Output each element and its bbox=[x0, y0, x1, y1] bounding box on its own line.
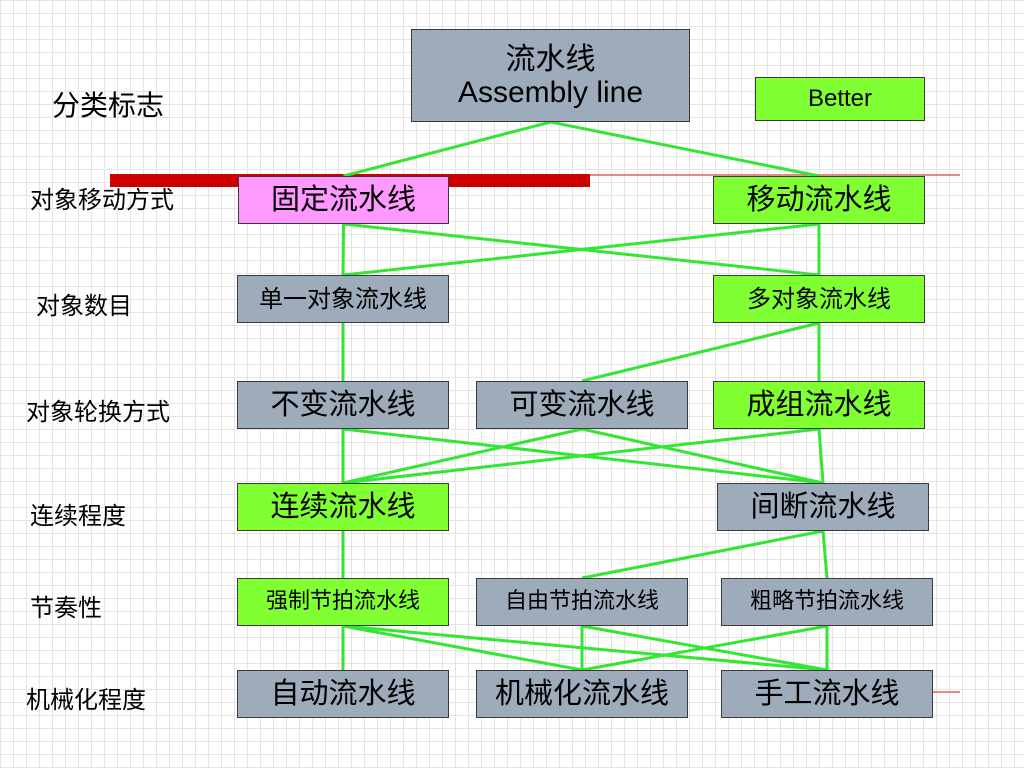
edge-group-to-continuous bbox=[342, 427, 820, 485]
row-label-mechanization: 机械化程度 bbox=[26, 686, 146, 714]
better-legend-box: Better bbox=[755, 77, 925, 121]
edge-variable-to-intermittent bbox=[581, 427, 824, 485]
row-label-movement: 对象移动方式 bbox=[30, 186, 174, 214]
root-node-assembly-line: 流水线 Assembly line bbox=[411, 29, 690, 122]
edge-forced_beat-to-manual bbox=[342, 624, 828, 672]
node-rough-beat-line: 粗略节拍流水线 bbox=[721, 578, 933, 626]
row-label-continuity: 连续程度 bbox=[30, 502, 126, 530]
node-moving-line: 移动流水线 bbox=[713, 176, 925, 224]
row-label-object-count: 对象数目 bbox=[36, 292, 132, 320]
node-multi-object-line: 多对象流水线 bbox=[713, 275, 925, 323]
root-node-english: Assembly line bbox=[457, 75, 644, 109]
node-free-beat-line: 自由节拍流水线 bbox=[476, 578, 688, 626]
edge-root-to-fixed bbox=[343, 120, 551, 178]
row-label-rotation: 对象轮换方式 bbox=[26, 398, 170, 426]
node-group-line: 成组流水线 bbox=[713, 381, 925, 429]
edge-group-to-intermittent bbox=[817, 428, 825, 484]
node-mechanized-line: 机械化流水线 bbox=[476, 670, 688, 718]
classification-title: 分类标志 bbox=[52, 89, 165, 122]
edge-group bbox=[341, 120, 829, 672]
node-manual-line: 手工流水线 bbox=[721, 670, 933, 718]
node-fixed-line: 固定流水线 bbox=[238, 176, 449, 224]
node-continuous-line: 连续流水线 bbox=[237, 483, 449, 531]
node-intermittent-line: 间断流水线 bbox=[717, 483, 929, 531]
edge-multi_object-to-variable bbox=[581, 321, 820, 383]
node-invariant-line: 不变流水线 bbox=[237, 381, 449, 429]
root-node-chinese: 流水线 bbox=[505, 41, 596, 77]
node-forced-beat-line: 强制节拍流水线 bbox=[237, 578, 449, 626]
edge-fixed-to-single_object bbox=[341, 223, 345, 276]
node-automatic-line: 自动流水线 bbox=[237, 670, 449, 718]
edge-root-to-moving bbox=[550, 120, 820, 178]
edge-moving-to-single_object bbox=[342, 222, 820, 277]
edge-forced_beat-to-mechanized bbox=[342, 624, 583, 672]
node-variable-line: 可变流水线 bbox=[476, 381, 688, 429]
edge-variable-to-continuous bbox=[342, 427, 583, 485]
edge-intermittent-to-rough_beat bbox=[821, 530, 829, 579]
node-single-object-line: 单一对象流水线 bbox=[237, 275, 449, 323]
edge-rough_beat-to-mechanized bbox=[581, 624, 828, 672]
edge-intermittent-to-free_beat bbox=[581, 529, 824, 580]
row-label-rhythm: 节奏性 bbox=[30, 594, 102, 622]
